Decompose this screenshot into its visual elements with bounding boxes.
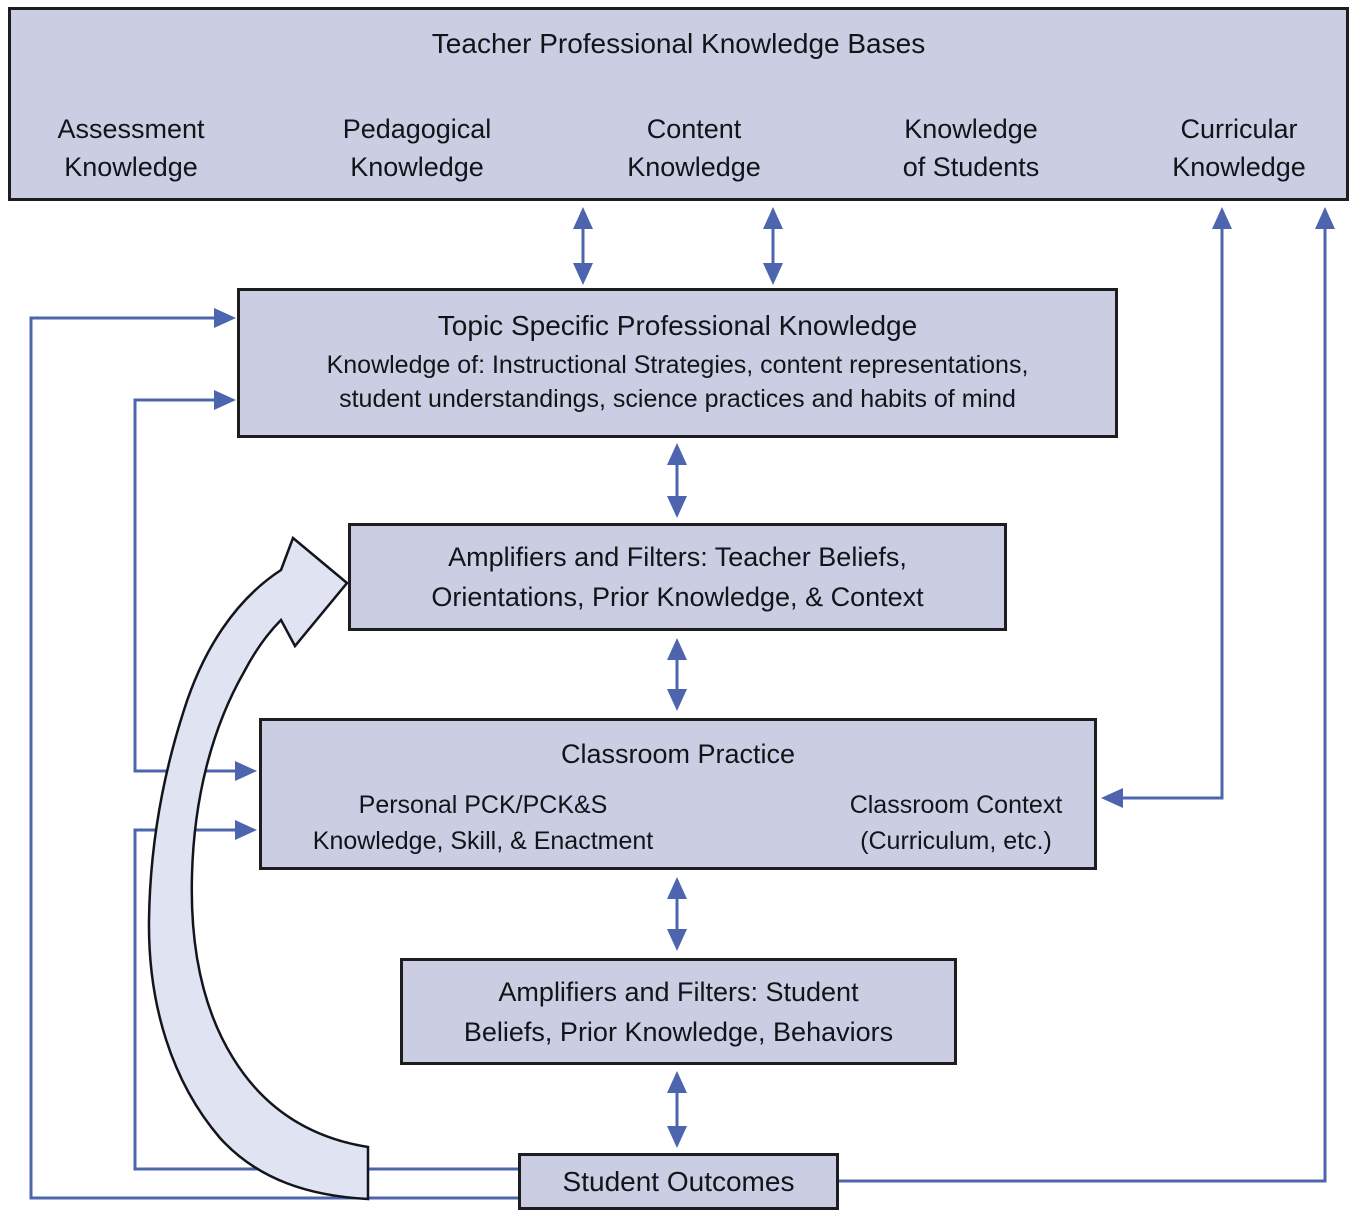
kb-column-assessment-knowledge: Assessment Knowledge (57, 114, 205, 182)
kb-cp-context-elbow (1101, 207, 1232, 808)
student-outcomes-title: Student Outcomes (562, 1165, 795, 1197)
tspk-line2: student understandings, science practice… (339, 385, 1016, 413)
outcomes-amplifiers-swoosh-arrow (147, 535, 370, 1201)
cp-amplifiers-student-double-arrow (667, 877, 687, 951)
tspk-title: Topic Specific Professional Knowledge (437, 310, 918, 341)
cp-personal-pck: Personal PCK/PCK&S Knowledge, Skill, & E… (312, 791, 654, 855)
kb-tspk-double-arrow-2 (763, 207, 783, 285)
knowledge-bases-box: Teacher Professional Knowledge Bases Ass… (8, 7, 1349, 201)
amplifiers-student-box: Amplifiers and Filters: Student Beliefs,… (400, 958, 957, 1065)
tspk-line1: Knowledge of: Instructional Strategies, … (326, 351, 1029, 379)
knowledge-bases-title: Teacher Professional Knowledge Bases (431, 28, 926, 59)
student-outcomes-box: Student Outcomes (518, 1153, 839, 1210)
feedback-outcomes-kb-line (839, 207, 1335, 1183)
kb-tspk-double-arrow-1 (573, 207, 593, 285)
kb-column-content-knowledge: Content Knowledge (627, 114, 761, 182)
cp-classroom-context: Classroom Context (Curriculum, etc.) (849, 791, 1063, 855)
kb-column-knowledge-of-students: Knowledge of Students (902, 114, 1040, 182)
amplifiers-student-outcomes-double-arrow (667, 1071, 687, 1148)
kb-column-pedagogical-knowledge: Pedagogical Knowledge (342, 114, 492, 182)
amplifiers-student-line1: Amplifiers and Filters: Student (498, 976, 859, 1007)
classroom-practice-title: Classroom Practice (560, 739, 796, 769)
amplifiers-teacher-line1: Amplifiers and Filters: Teacher Beliefs, (448, 542, 907, 572)
amplifiers-student-line2: Beliefs, Prior Knowledge, Behaviors (463, 1016, 894, 1047)
kb-column-curricular-knowledge: Curricular Knowledge (1172, 114, 1306, 182)
amplifiers-teacher-line2: Orientations, Prior Knowledge, & Context (431, 582, 924, 612)
tspk-box: Topic Specific Professional Knowledge Kn… (237, 288, 1118, 438)
classroom-practice-box: Classroom Practice Personal PCK/PCK&S Kn… (259, 718, 1097, 870)
tspk-amplifiers-double-arrow (667, 443, 687, 518)
feedback-outcomes-tspk-line (29, 308, 518, 1200)
amplifiers-cp-double-arrow (667, 638, 687, 711)
amplifiers-teacher-box: Amplifiers and Filters: Teacher Beliefs,… (348, 523, 1007, 631)
